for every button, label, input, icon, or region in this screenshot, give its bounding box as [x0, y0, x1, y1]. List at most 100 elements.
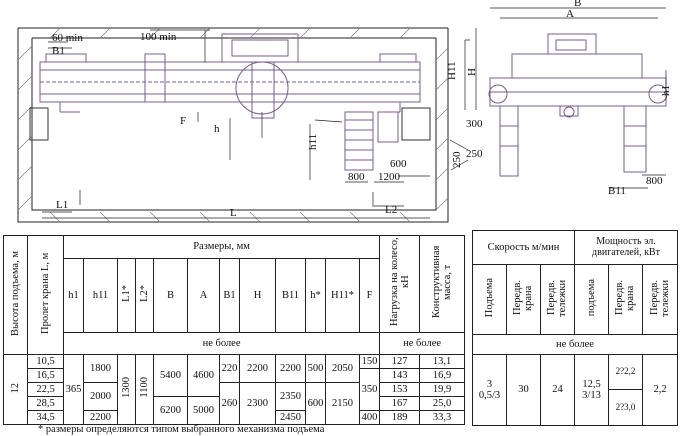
cell-b1-2: 260: [219, 381, 240, 426]
drawing-labels: 60 min B1 100 min F h h11 H11 H h1 B A 3…: [52, 0, 672, 219]
hdr-wheel-load: Нагрузка на колесо, кН: [379, 235, 421, 333]
hdr-h11: h11: [83, 257, 118, 333]
cell-b11-3: 2450: [275, 409, 306, 426]
right-rail-support: [401, 107, 431, 141]
cell-h1: 365: [63, 353, 84, 426]
cell-lift-speed: 3 0,5/3: [472, 354, 507, 426]
hdr-trolley-speed: Передв. тележки: [540, 264, 575, 335]
hdr-f: F: [358, 257, 381, 333]
crane-bridge: [39, 33, 421, 171]
cell-crane-power-1: 2?2,2: [608, 354, 643, 390]
label-250-a: 250: [466, 148, 483, 160]
cell-hupper-1: 2200: [239, 353, 276, 383]
hdr-h-star: h*: [305, 257, 326, 333]
cell-mass-1: 13,1: [419, 353, 466, 369]
cell-a-2: 5000: [187, 395, 220, 426]
cell-mass-5: 33,3: [419, 409, 466, 426]
cell-mass-4: 25,0: [419, 395, 466, 411]
hdr-mass: Конструктивная масса, т: [419, 235, 466, 333]
left-rail-support: [29, 107, 49, 141]
hdr-l1: L1*: [117, 257, 136, 333]
cell-f-2: 350: [358, 367, 381, 411]
label-60min: 60 min: [52, 32, 83, 44]
cell-f-1: 150: [358, 353, 381, 369]
cell-h11-3: 2200: [83, 409, 118, 426]
cell-hupper-2: 2300: [239, 381, 276, 426]
label-h11: h11: [307, 134, 319, 150]
cell-mass-3: 19,9: [419, 381, 466, 397]
cell-span-3: 22,5: [27, 381, 64, 397]
label-a: A: [566, 8, 574, 20]
label-250-b: 250: [451, 151, 463, 168]
cell-b11-1: 2200: [275, 353, 306, 383]
speed-power-table: Скорость м/мин Мощность эл. двигателей, …: [471, 230, 679, 426]
cell-l2: 1100: [135, 353, 154, 426]
cell-load-2: 143: [379, 367, 421, 383]
hdr-l2: L2*: [135, 257, 154, 333]
label-h: h: [214, 123, 220, 135]
cell-crane-speed: 30: [506, 354, 541, 426]
label-l2: L2: [385, 204, 397, 216]
hdr-h11-star: H11*: [325, 257, 360, 333]
hdr-b1: B1: [219, 257, 240, 333]
cell-load-4: 167: [379, 395, 421, 411]
hdr-lift-height: Высота подъема, м: [3, 235, 28, 355]
label-f: F: [180, 115, 186, 127]
cell-l1: 1300: [117, 353, 136, 426]
hdr-lift-speed: Подъема: [472, 264, 507, 335]
cell-span-1: 10,5: [27, 353, 64, 369]
label-b: B: [574, 0, 581, 9]
label-100min: 100 min: [140, 31, 177, 43]
hdr-a: A: [187, 257, 220, 333]
cell-load-5: 189: [379, 409, 421, 426]
cell-span-4: 28,5: [27, 395, 64, 411]
cell-hstar-2: 600: [305, 381, 326, 426]
hdr-b: B: [153, 257, 188, 333]
cell-lift-height: 12: [3, 353, 28, 426]
dimensions-table: Высота подъема, м Пролет крана L, м Разм…: [3, 235, 466, 426]
cell-h11star-1: 2050: [325, 353, 360, 383]
crane-side-view: [488, 33, 668, 177]
dimension-lines: [42, 7, 667, 219]
hdr-b11: B11: [275, 257, 306, 333]
hdr-trolley-power: Передв. тележки: [641, 264, 679, 335]
hdr-crane-speed: Передв. крана: [506, 264, 541, 335]
hdr-power: Мощность эл. двигателей, кВт: [573, 230, 679, 265]
label-b11: B11: [608, 185, 626, 197]
cell-trolley-speed: 24: [540, 354, 575, 426]
cell-b-1: 5400: [153, 353, 188, 397]
building-outline: [17, 27, 449, 223]
hdr-dimensions: Размеры, мм: [62, 235, 381, 259]
hdr-h1: h1: [63, 257, 84, 333]
label-800-b: 800: [646, 175, 663, 187]
label-h1: h1: [660, 85, 672, 96]
hdr-span: Пролет крана L, м: [27, 235, 64, 355]
cell-crane-power-2: 2?3,0: [608, 389, 643, 426]
cell-span-5: 34,5: [27, 409, 64, 426]
cell-trolley-power: 2,2: [641, 354, 679, 426]
hdr-lift-power: подъема: [574, 264, 609, 335]
cell-h11star-2: 2150: [325, 381, 360, 426]
cell-f-3: 400: [358, 409, 381, 426]
label-1200: 1200: [378, 171, 401, 183]
cell-mass-2: 16,9: [419, 367, 466, 383]
label-800-a: 800: [348, 171, 365, 183]
label-h11-upper: H11: [446, 61, 458, 80]
cell-load-3: 153: [379, 381, 421, 397]
cell-b11-2: 2350: [275, 381, 306, 411]
cell-lift-power: 12,5 3/13: [574, 354, 609, 426]
label-300: 300: [466, 118, 483, 130]
cell-load-1: 127: [379, 353, 421, 369]
cell-hstar-1: 500: [305, 353, 326, 383]
wall-hatching: [17, 27, 449, 223]
crane-drawing: 60 min B1 100 min F h h11 H11 H h1 B A 3…: [17, 0, 672, 223]
label-600: 600: [390, 158, 407, 170]
cell-b-2: 6200: [153, 395, 188, 426]
hdr-no-more-2: не более: [379, 331, 466, 355]
hdr-h-upper: H: [239, 257, 276, 333]
label-h-upper: H: [466, 68, 478, 76]
cell-a-1: 4600: [187, 353, 220, 397]
footnote: * размеры определяются типом выбранного …: [38, 424, 325, 435]
label-l1: L1: [56, 199, 68, 211]
hdr-speed: Скорость м/мин: [472, 230, 575, 265]
